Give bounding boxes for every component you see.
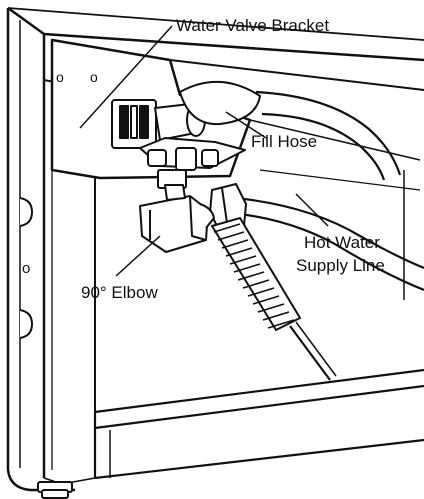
- side-hole-mark: o: [22, 260, 30, 277]
- leader-elbow: [115, 235, 161, 277]
- water-valve: [111, 81, 261, 189]
- back-panel: [169, 59, 424, 191]
- leader-fill-hose: [225, 111, 267, 139]
- leader-lines: [79, 25, 329, 277]
- bracket-hole-mark-1: o: [56, 69, 64, 85]
- left-edge-bumps: [19, 197, 34, 339]
- elbow-fitting: [139, 184, 215, 253]
- base-rails: [93, 368, 424, 480]
- leveling-foot: [37, 481, 73, 499]
- label-elbow: 90° Elbow: [81, 283, 158, 302]
- cabinet-frame: [6, 6, 424, 492]
- leader-water-valve-bracket: [79, 25, 173, 129]
- label-hot-water: Hot Water: [304, 233, 380, 252]
- label-supply-line: Supply Line: [296, 256, 385, 275]
- label-water-valve-bracket: Water Valve Bracket: [176, 16, 329, 35]
- corrugated-flex-line: [210, 216, 337, 381]
- hot-water-supply-line: [235, 196, 424, 292]
- bracket-hole-mark-2: o: [90, 69, 98, 85]
- fill-hose: [255, 90, 402, 181]
- label-fill-hose: Fill Hose: [251, 132, 317, 151]
- leader-hot-water-supply-line: [295, 193, 329, 227]
